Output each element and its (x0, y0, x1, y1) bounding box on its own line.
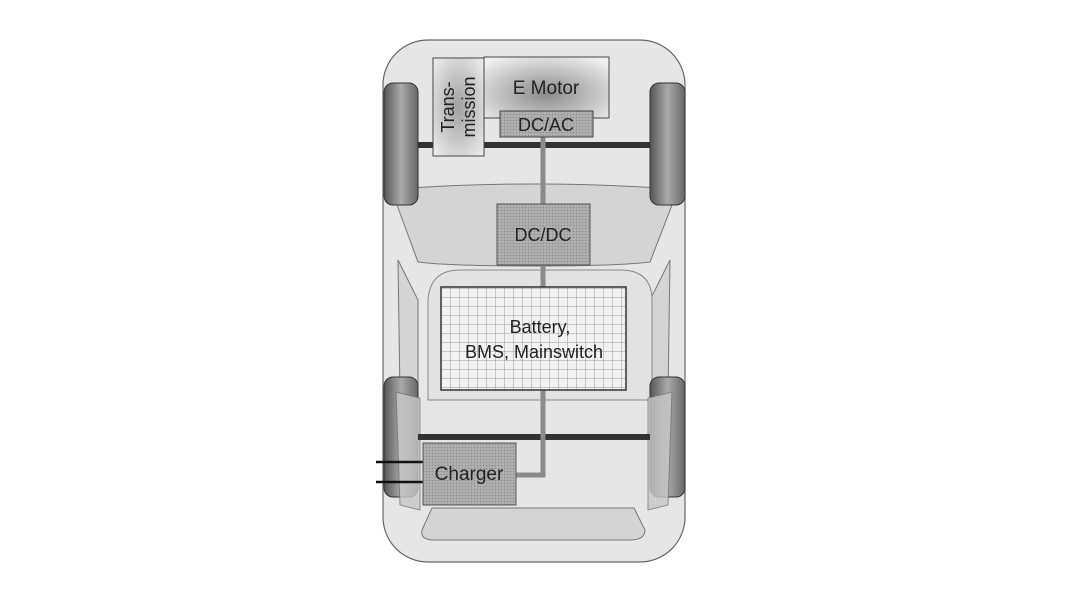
svg-text:mission: mission (459, 76, 479, 137)
dc-dc-converter: DC/DC (496, 203, 591, 266)
hv-wire (516, 137, 546, 478)
svg-text:DC/DC: DC/DC (515, 225, 572, 245)
rear-axle (418, 434, 650, 440)
wheel-front-right (649, 82, 686, 206)
svg-text:Charger: Charger (435, 464, 504, 485)
wheel-front-left (383, 82, 419, 206)
svg-text:BMS, Mainswitch: BMS, Mainswitch (465, 342, 603, 362)
front-axle (418, 142, 650, 148)
transmission: Trans- mission (432, 57, 485, 157)
dc-ac-inverter: DC/AC (499, 110, 594, 138)
battery-bms-mainswitch: Battery, BMS, Mainswitch (440, 286, 627, 391)
rear-window (421, 507, 646, 541)
svg-text:E Motor: E Motor (513, 78, 580, 99)
svg-text:Battery,: Battery, (510, 317, 571, 337)
svg-text:DC/AC: DC/AC (518, 115, 574, 135)
svg-text:Trans-: Trans- (438, 81, 458, 132)
e-motor: E Motor (483, 56, 610, 119)
charger: Charger (422, 442, 517, 506)
